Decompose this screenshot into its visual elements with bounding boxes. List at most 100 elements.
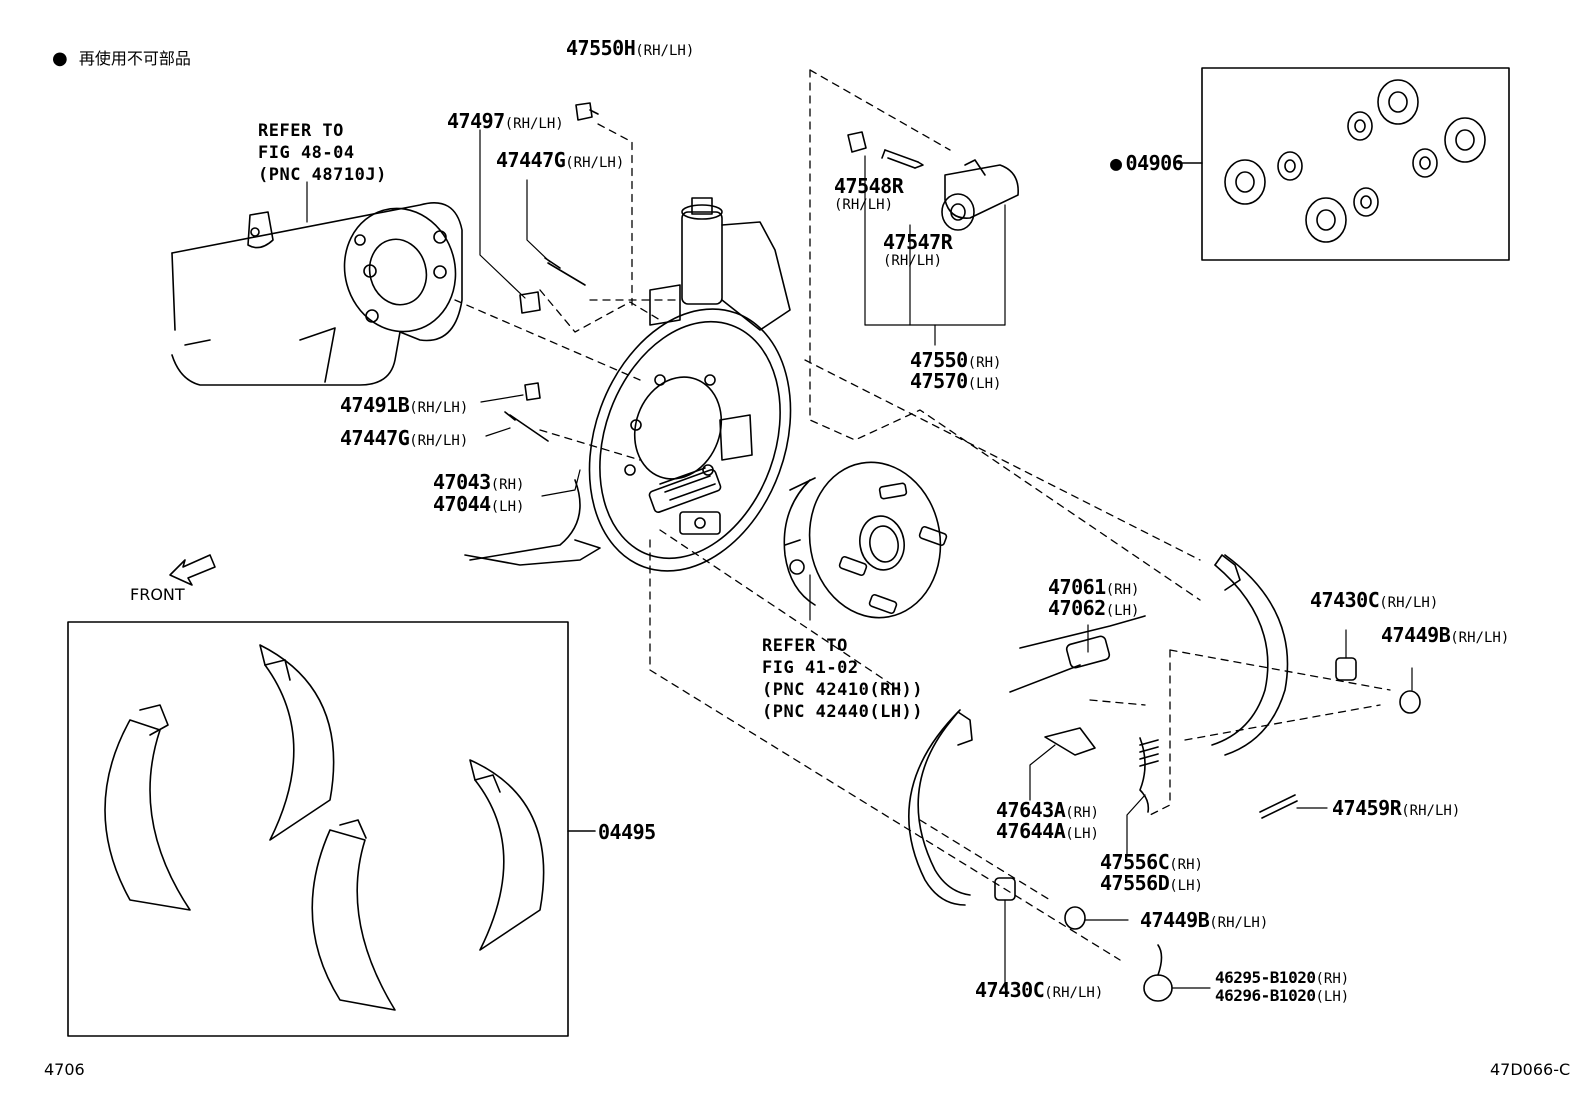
non-reusable-bullet-icon: ●	[1110, 151, 1122, 175]
part-side: (RH/LH)	[834, 197, 894, 213]
callout-47447G-top[interactable]: 47447G(RH/LH)	[496, 150, 624, 170]
callout-46296[interactable]: 46296-B1020(LH)	[1215, 986, 1350, 1005]
part-number: 47548R	[834, 174, 904, 198]
part-number: 47556C	[1100, 850, 1170, 874]
part-side: (LH)	[967, 376, 1002, 392]
part-side: (RH)	[490, 477, 525, 493]
callout-47062[interactable]: 47062(LH)	[1048, 598, 1139, 618]
axle-reference-note: REFER TO FIG 48-04 (PNC 48710J)	[258, 120, 387, 186]
part-side: (RH/LH)	[1209, 915, 1269, 931]
callout-04495[interactable]: 04495	[598, 822, 656, 842]
axle-ref-line-3: (PNC 48710J)	[258, 165, 387, 185]
callout-47459R[interactable]: 47459R(RH/LH)	[1332, 798, 1460, 818]
callout-47061[interactable]: 47061(RH)	[1048, 577, 1139, 597]
part-number: 47491B	[340, 393, 410, 417]
part-side: (RH/LH)	[1450, 630, 1510, 646]
callout-47547R[interactable]: 47547R (RH/LH)	[883, 230, 953, 269]
part-side: (RH)	[1169, 857, 1203, 873]
assembly-dashed-lines	[454, 69, 1391, 961]
legend-text: 再使用不可部品	[78, 49, 191, 68]
callout-47044[interactable]: 47044(LH)	[433, 494, 524, 514]
wheel-cylinder	[941, 159, 1019, 231]
part-number: 47044	[433, 492, 491, 516]
part-number: 47447G	[496, 148, 566, 172]
part-number: 46296-B1020	[1215, 986, 1316, 1005]
part-number: 47459R	[1332, 796, 1402, 820]
callout-47643A[interactable]: 47643A(RH)	[996, 800, 1099, 820]
part-number: 47430C	[975, 978, 1045, 1002]
callout-47570[interactable]: 47570(LH)	[910, 371, 1001, 391]
part-side: (LH)	[1105, 603, 1140, 619]
bearing-kit-box	[1177, 67, 1510, 261]
callout-47550H[interactable]: 47550H(RH/LH)	[566, 38, 694, 58]
callout-04906[interactable]: ●04906	[1110, 151, 1184, 175]
part-number: 47497	[447, 109, 505, 133]
bleeder-cap	[847, 131, 867, 153]
part-number: 04495	[598, 820, 656, 844]
part-side: (RH)	[1105, 582, 1140, 598]
hub-ref-line-3: (PNC 42410(RH))	[762, 680, 924, 700]
hub-ref-line-1: REFER TO	[762, 636, 848, 656]
callout-47550[interactable]: 47550(RH)	[910, 350, 1001, 370]
part-side: (LH)	[1065, 826, 1099, 842]
callout-47491B[interactable]: 47491B(RH/LH)	[340, 395, 468, 415]
part-number: 04906	[1125, 151, 1184, 175]
shoe-2	[259, 644, 335, 841]
part-side: (RH)	[967, 355, 1002, 371]
part-number: 46295-B1020	[1215, 968, 1316, 987]
callout-47548R[interactable]: 47548R (RH/LH)	[834, 174, 904, 213]
callout-47556D[interactable]: 47556D(LH)	[1100, 873, 1203, 893]
callout-47497[interactable]: 47497(RH/LH)	[447, 111, 564, 131]
part-side: (LH)	[1315, 989, 1350, 1005]
part-number: 47547R	[883, 230, 953, 254]
front-label: FRONT	[130, 585, 185, 604]
part-side: (RH)	[1065, 805, 1099, 821]
shoe-4	[469, 759, 545, 951]
part-side: (RH/LH)	[883, 253, 943, 269]
shoe-3	[311, 819, 396, 1011]
part-number: 47570	[910, 369, 968, 393]
callout-47644A[interactable]: 47644A(LH)	[996, 821, 1099, 841]
callout-47430C-top[interactable]: 47430C(RH/LH)	[1310, 590, 1438, 610]
kit-rings	[1224, 79, 1486, 243]
part-number: 47644A	[996, 819, 1066, 843]
shoe-1	[104, 704, 191, 911]
axle-ref-line-2: FIG 48-04	[258, 143, 355, 163]
hub-assembly	[783, 461, 948, 619]
callout-47043[interactable]: 47043(RH)	[433, 472, 524, 492]
footer-figure-code: 47D066-C	[1490, 1060, 1571, 1079]
callout-47430C-bottom[interactable]: 47430C(RH/LH)	[975, 980, 1103, 1000]
part-side: (LH)	[1169, 878, 1203, 894]
legend: ● 再使用不可部品	[52, 50, 191, 68]
part-side: (RH/LH)	[1044, 985, 1104, 1001]
part-number: 47449B	[1381, 623, 1451, 647]
backing-plate	[464, 308, 792, 572]
front-arrow-icon	[169, 554, 216, 586]
part-side: (RH/LH)	[504, 116, 564, 132]
actuator-motor	[649, 197, 791, 331]
callout-47447G[interactable]: 47447G(RH/LH)	[340, 428, 468, 448]
part-side: (RH/LH)	[1379, 595, 1439, 611]
hub-reference-note: REFER TO FIG 41-02 (PNC 42410(RH)) (PNC …	[762, 635, 923, 723]
callout-47449B-bottom[interactable]: 47449B(RH/LH)	[1140, 910, 1268, 930]
legend-bullet-icon: ●	[52, 48, 68, 69]
axle-ref-line-1: REFER TO	[258, 121, 344, 141]
part-side: (RH/LH)	[409, 400, 469, 416]
part-side: (LH)	[490, 499, 525, 515]
hub-ref-line-2: FIG 41-02	[762, 658, 859, 678]
hub-studs	[838, 482, 948, 615]
callout-47556C[interactable]: 47556C(RH)	[1100, 852, 1203, 872]
brake-shoes-assembly	[908, 554, 1289, 906]
part-number: 47449B	[1140, 908, 1210, 932]
part-side: (RH/LH)	[409, 433, 469, 449]
axle-housing	[171, 201, 463, 386]
part-number: 47062	[1048, 596, 1106, 620]
part-side: (RH/LH)	[1401, 803, 1461, 819]
part-number: 47043	[433, 470, 491, 494]
callout-46295[interactable]: 46295-B1020(RH)	[1215, 968, 1349, 987]
part-side: (RH/LH)	[565, 155, 625, 171]
callout-47449B-top[interactable]: 47449B(RH/LH)	[1381, 625, 1509, 645]
part-number: 47550	[910, 348, 968, 372]
brake-shoe-set-box	[67, 621, 596, 1037]
